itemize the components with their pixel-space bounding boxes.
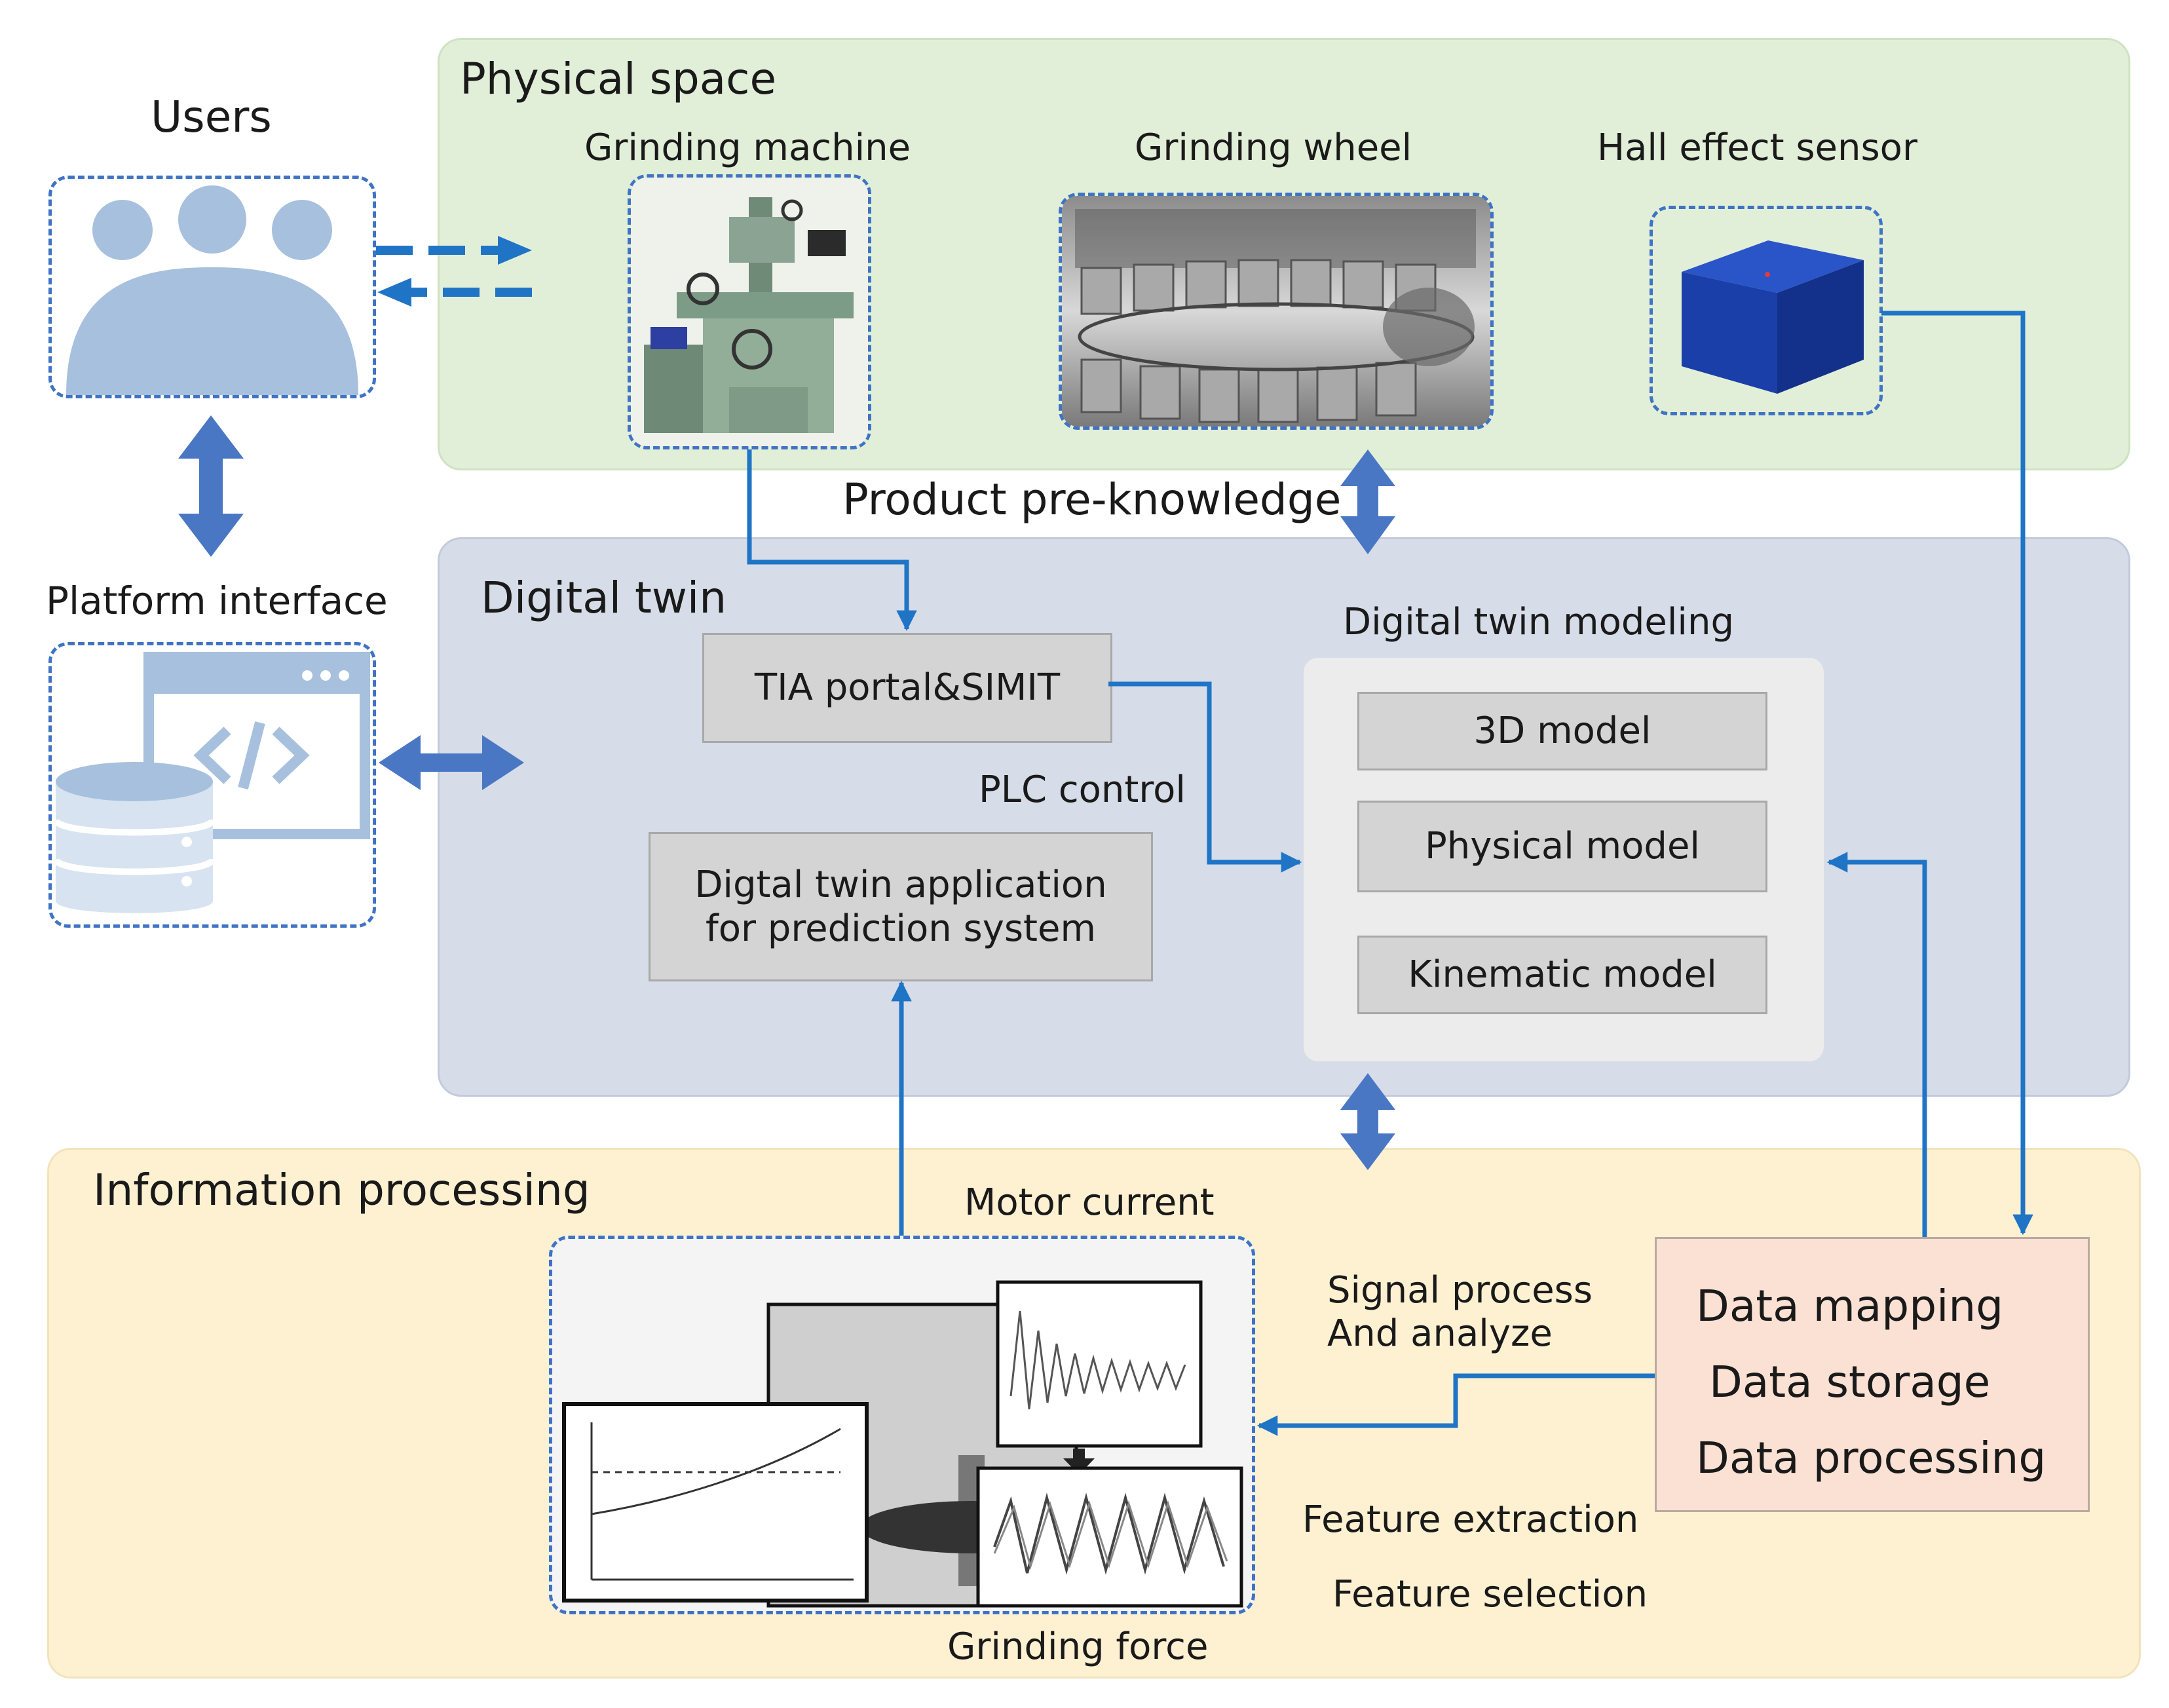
hall-effect-sensor-label: Hall effect sensor [1597,126,1917,169]
grinding-machine-box [628,174,871,449]
tia-portal-simit-box: TIA portal&SIMIT [702,633,1112,743]
data-flow-arrows [747,311,2033,1436]
signal-process-label-line1: Signal process [1327,1269,1593,1312]
digital-twin-modeling-title: Digital twin modeling [1343,601,1734,643]
model-kinematic-text: Kinematic model [1408,953,1717,996]
data-processing-text: Data processing [1696,1433,2046,1483]
physical-digital-double-arrow [1340,449,1395,554]
users-box [48,176,376,398]
information-processing-title: Information processing [93,1165,590,1215]
users-machine-dashed-arrows [376,236,532,307]
tia-to-modeling-arrow [1108,681,1302,873]
hall-effect-sensor-image [1682,240,1864,394]
physical-space-title: Physical space [460,54,777,104]
feature-extraction-label: Feature extraction [1302,1498,1639,1541]
grinding-force-label: Grinding force [947,1625,1209,1668]
model-3d-text: 3D model [1473,710,1651,753]
platform-digital-double-arrow [379,735,524,790]
digital-twin-region [438,537,2130,1097]
machine-to-tia-arrow [747,449,917,632]
users-title: Users [151,92,272,142]
grinding-machine-image [631,178,868,446]
data-processing-box: Data mapping Data storage Data processin… [1655,1237,2090,1512]
users-group-icon [66,185,358,395]
prediction-application-box: Digtal twin application for prediction s… [649,832,1153,981]
grinding-wheel-label: Grinding wheel [1135,126,1412,169]
product-pre-knowledge-label: Product pre-knowledge [842,474,1342,525]
data-to-charts-arrow [1256,1373,1655,1436]
data-to-modeling-arrow [1826,852,1927,1237]
code-window-database-icon [52,652,370,913]
prediction-application-line2: for prediction system [705,907,1096,950]
model-3d-box: 3D model [1357,692,1767,770]
plc-control-label: PLC control [979,769,1186,811]
digital-twin-title: Digital twin [481,573,727,623]
grinding-wheel-box [1059,193,1494,430]
motor-current-label: Motor current [964,1181,1215,1224]
prediction-application-line1: Digtal twin application [694,863,1107,906]
feature-selection-label: Feature selection [1332,1573,1648,1616]
tia-portal-simit-text: TIA portal&SIMIT [754,666,1061,710]
model-physical-box: Physical model [1357,801,1767,892]
signal-charts-image [562,1280,1243,1608]
model-kinematic-box: Kinematic model [1357,936,1767,1014]
data-storage-text: Data storage [1709,1357,1991,1407]
grinding-machine-label: Grinding machine [584,126,911,169]
signal-process-label-line2: And analyze [1327,1312,1553,1355]
hall-effect-sensor-box [1650,206,1883,415]
data-mapping-text: Data mapping [1696,1281,2004,1331]
model-physical-text: Physical model [1425,825,1700,868]
sensor-to-data-arrow [1881,311,2033,1236]
platform-interface-title: Platform interface [46,579,388,623]
platform-interface-box [48,642,376,928]
signal-charts-box [549,1236,1255,1614]
users-platform-double-arrow [178,415,244,557]
digital-info-double-arrow [1340,1073,1395,1170]
grinding-wheel-image [1062,196,1490,427]
